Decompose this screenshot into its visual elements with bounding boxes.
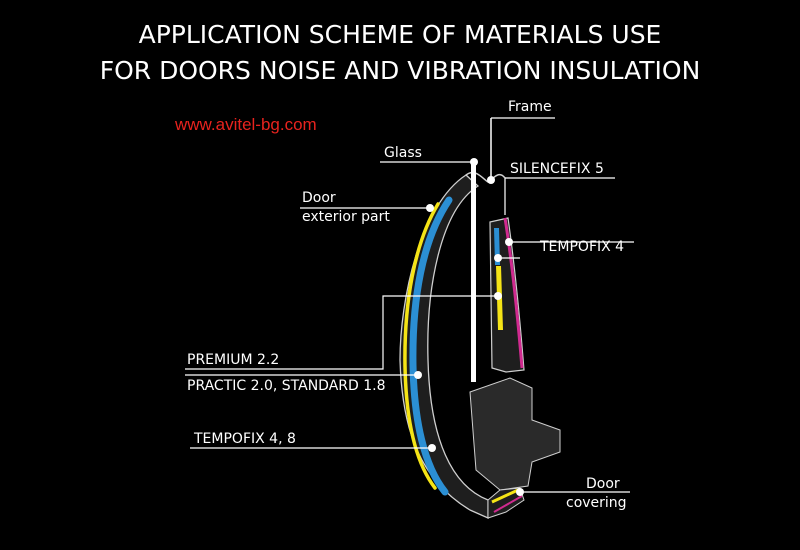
dot-glass: [470, 158, 478, 166]
leader-lines: [185, 117, 634, 493]
glass-pane: [471, 160, 476, 382]
leader-dots: [414, 158, 524, 496]
label-premium: PREMIUM 2.2: [187, 352, 280, 368]
label-door-exterior-1: Door: [302, 190, 336, 206]
label-frame: Frame: [508, 99, 552, 115]
title-line-2: FOR DOORS NOISE AND VIBRATION INSULATION: [99, 56, 701, 85]
label-door-exterior-2: exterior part: [302, 209, 390, 225]
title-line-1: APPLICATION SCHEME OF MATERIALS USE: [138, 20, 662, 49]
label-tempofix48: TEMPOFIX 4, 8: [194, 431, 296, 447]
covering-bottom-layer: [491, 488, 519, 504]
covering-bottom-magenta: [493, 495, 523, 513]
tempofix-48-layer: [409, 196, 453, 496]
label-door-covering-2: covering: [566, 495, 627, 511]
dot-premium: [494, 292, 502, 300]
dot-tempofix4-inner: [494, 254, 502, 262]
label-silencefix: SILENCEFIX 5: [510, 161, 604, 177]
label-door-covering-1: Door: [586, 476, 620, 492]
dot-door-covering: [516, 488, 524, 496]
label-practic: PRACTIC 2.0, STANDARD 1.8: [187, 378, 386, 394]
dot-door-exterior: [426, 204, 434, 212]
label-glass: Glass: [384, 145, 422, 161]
website-url: www.avitel-bg.com: [175, 115, 317, 134]
door-handle-block: [469, 377, 561, 491]
label-tempofix4: TEMPOFIX 4: [540, 239, 625, 255]
dot-frame: [487, 176, 495, 184]
premium-layer: [403, 202, 440, 490]
dot-tempofix48: [428, 444, 436, 452]
dot-tempofix4: [505, 238, 513, 246]
silencefix-layer: [503, 217, 524, 369]
leader-premium: [185, 295, 498, 370]
dot-practic: [414, 371, 422, 379]
